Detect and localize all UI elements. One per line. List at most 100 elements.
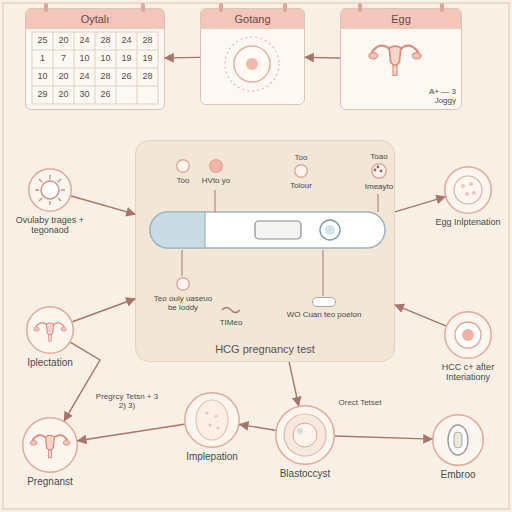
circle-outline: [372, 164, 387, 179]
binder-ring: [283, 3, 287, 12]
cell-mass: [297, 428, 303, 434]
node-label: Too: [286, 153, 316, 162]
binder-ring: [440, 3, 444, 12]
stage-circle: TooTolour: [294, 164, 308, 178]
circle-outline: [445, 167, 492, 214]
binder-ring: [44, 3, 48, 12]
calendar-card: EggA+ — 3 Joggy: [340, 8, 462, 110]
stage-circle: Teo ouly uaseuo be loddy: [176, 277, 190, 291]
node-label: Egg Inlptenation: [433, 217, 503, 227]
shape-outline: [432, 414, 484, 466]
flow-arrow: [78, 424, 185, 440]
sun-core: [41, 181, 59, 199]
egg-cell: [454, 176, 482, 204]
circle-outline: [23, 418, 78, 473]
node-label: Iplectation: [15, 357, 85, 369]
shape-outline: [209, 159, 223, 173]
test-panel: HCG pregnancy testTooHVto yoTooTolourToa…: [135, 140, 395, 362]
node-label: HVto yo: [194, 176, 238, 185]
stick-cap: [150, 212, 205, 248]
card-title: Oytalı: [26, 9, 164, 29]
stage-circle: Ovulaby trages + tegonaod: [28, 168, 72, 212]
pointer-lines: [182, 190, 378, 296]
dot: [461, 184, 465, 188]
dot: [214, 414, 217, 417]
shape-outline: [184, 392, 240, 448]
follicle-core: [246, 58, 258, 70]
uterus-symbol: [30, 435, 70, 458]
stick-body: [150, 212, 385, 248]
follicle-icon: [219, 3, 287, 91]
note-label: Orect Tetset: [330, 398, 390, 407]
circle-outline: [210, 160, 223, 173]
shape-outline: [28, 168, 72, 212]
note-label: Pregrcy Tetsn + 3 2) 3): [92, 392, 162, 410]
follicle-ring: [225, 37, 279, 91]
shape-outline: [444, 311, 492, 359]
circle-outline: [445, 312, 492, 359]
circle-outline: [295, 165, 308, 178]
blastocyst-outer: [284, 414, 326, 456]
circle-outline: [29, 169, 72, 212]
circle-outline: [177, 278, 190, 291]
dot: [469, 182, 473, 186]
node-label: Imeayto: [356, 182, 402, 191]
shape-outline: [294, 164, 308, 178]
binder-ring: [358, 3, 362, 12]
wave-outline: [222, 308, 240, 313]
uterus-symbol: [369, 46, 421, 76]
pill-outline: [313, 298, 336, 307]
dot: [465, 192, 469, 196]
control-dot: [325, 225, 335, 235]
dot: [380, 170, 383, 173]
shape-outline: [26, 306, 74, 354]
page-frame: [3, 3, 509, 509]
node-label: TIMeo: [211, 318, 251, 327]
stage-circle: Iplectation: [26, 306, 74, 354]
stage-circle: Pregnanst: [22, 417, 78, 473]
shape-outline: [275, 405, 335, 465]
node-label: Blastoccyst: [260, 468, 350, 480]
implantation-egg: [196, 400, 228, 440]
flow-arrow: [71, 196, 135, 214]
result-window: [255, 221, 301, 239]
node-label: WO Cuan teo poelon: [284, 310, 364, 319]
stage-circle: Blastoccyst: [275, 405, 335, 465]
shape-outline: [176, 277, 190, 291]
blastocyst-inner: [293, 423, 317, 447]
shape-outline: [22, 417, 78, 473]
flow-arrow: [395, 197, 445, 212]
circle-outline: [185, 393, 240, 448]
node-label: Tolour: [281, 181, 321, 190]
stage-circle: ToaoImeayto: [371, 163, 387, 179]
flow-arrow: [240, 424, 276, 430]
grid-lines: [32, 32, 158, 104]
node-label: Ovulaby trages + tegonaod: [7, 215, 93, 236]
binder-ring: [219, 3, 223, 12]
binder-ring: [141, 3, 145, 12]
hcg-core: [462, 329, 474, 341]
pill-icon: WO Cuan teo poelon: [312, 297, 336, 307]
calendar-card: Gotang: [200, 8, 305, 105]
flow-arrow: [165, 57, 200, 59]
hcg-icon: [455, 322, 481, 348]
node-label: Toao: [362, 152, 396, 161]
follicle: [234, 46, 270, 82]
stage-circle: HVto yo: [209, 159, 223, 173]
dot: [208, 423, 211, 426]
flow-arrow: [335, 436, 432, 439]
dot: [472, 191, 476, 195]
node-label: Pregnanst: [5, 476, 95, 488]
shape-outline: [444, 166, 492, 214]
embryo-shell: [448, 425, 468, 455]
circle-outline: [27, 307, 74, 354]
flow-arrow: [395, 305, 446, 326]
uterus-icon: [358, 3, 444, 75]
stage-circle: Implepation: [184, 392, 240, 448]
node-label: A+ — 3 Joggy: [410, 87, 456, 105]
shape-outline: [312, 297, 336, 307]
node-label: Teo ouly uaseuo be loddy: [151, 294, 215, 312]
sun-rays: [35, 175, 65, 205]
